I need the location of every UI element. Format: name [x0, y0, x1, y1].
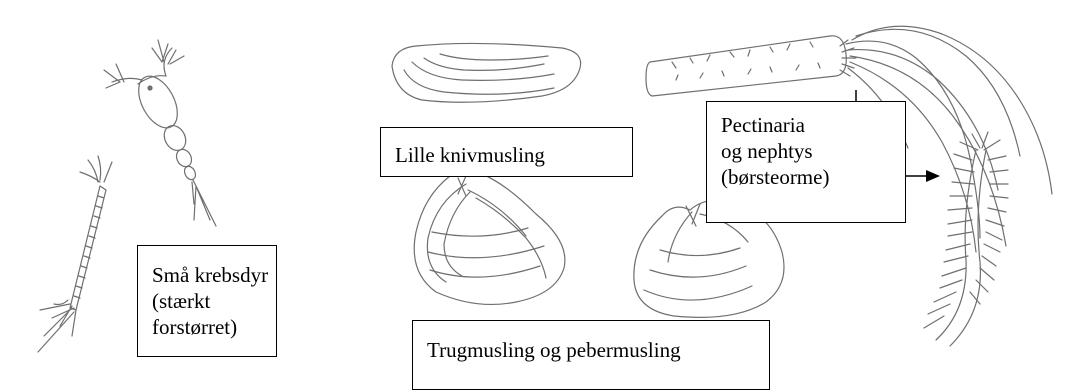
- bristle-worms-line-2: og nephtys: [721, 139, 813, 163]
- trough-shells-text: Trugmusling og pebermusling: [427, 338, 681, 362]
- small-crustaceans-line-3: forstørret): [152, 315, 238, 339]
- pectinaria-tube-drawing: [645, 25, 1053, 253]
- bristle-worms-line-3: (børsteorme): [721, 165, 830, 189]
- knife-clam-label: Lille knivmusling: [380, 127, 633, 177]
- small-crustaceans-line-1: Små krebsdyr: [152, 263, 269, 287]
- small-crustaceans-label: Små krebsdyr (stærkt forstørret): [137, 245, 277, 357]
- nephtys-worm-drawing: [923, 131, 1009, 347]
- knife-clam-drawing: [391, 42, 582, 103]
- amphipod-drawing: [37, 155, 113, 353]
- trough-shells-label: Trugmusling og pebermusling: [412, 320, 770, 390]
- knife-clam-text: Lille knivmusling: [395, 143, 545, 167]
- bristle-worms-line-1: Pectinaria: [721, 113, 805, 137]
- small-crustaceans-line-2: (stærkt: [152, 289, 211, 313]
- copepod-drawing: [103, 39, 217, 227]
- trough-shell-drawing: [413, 170, 566, 306]
- bristle-worms-label: Pectinaria og nephtys (børsteorme): [706, 101, 906, 223]
- pepper-shell-drawing: [633, 199, 785, 318]
